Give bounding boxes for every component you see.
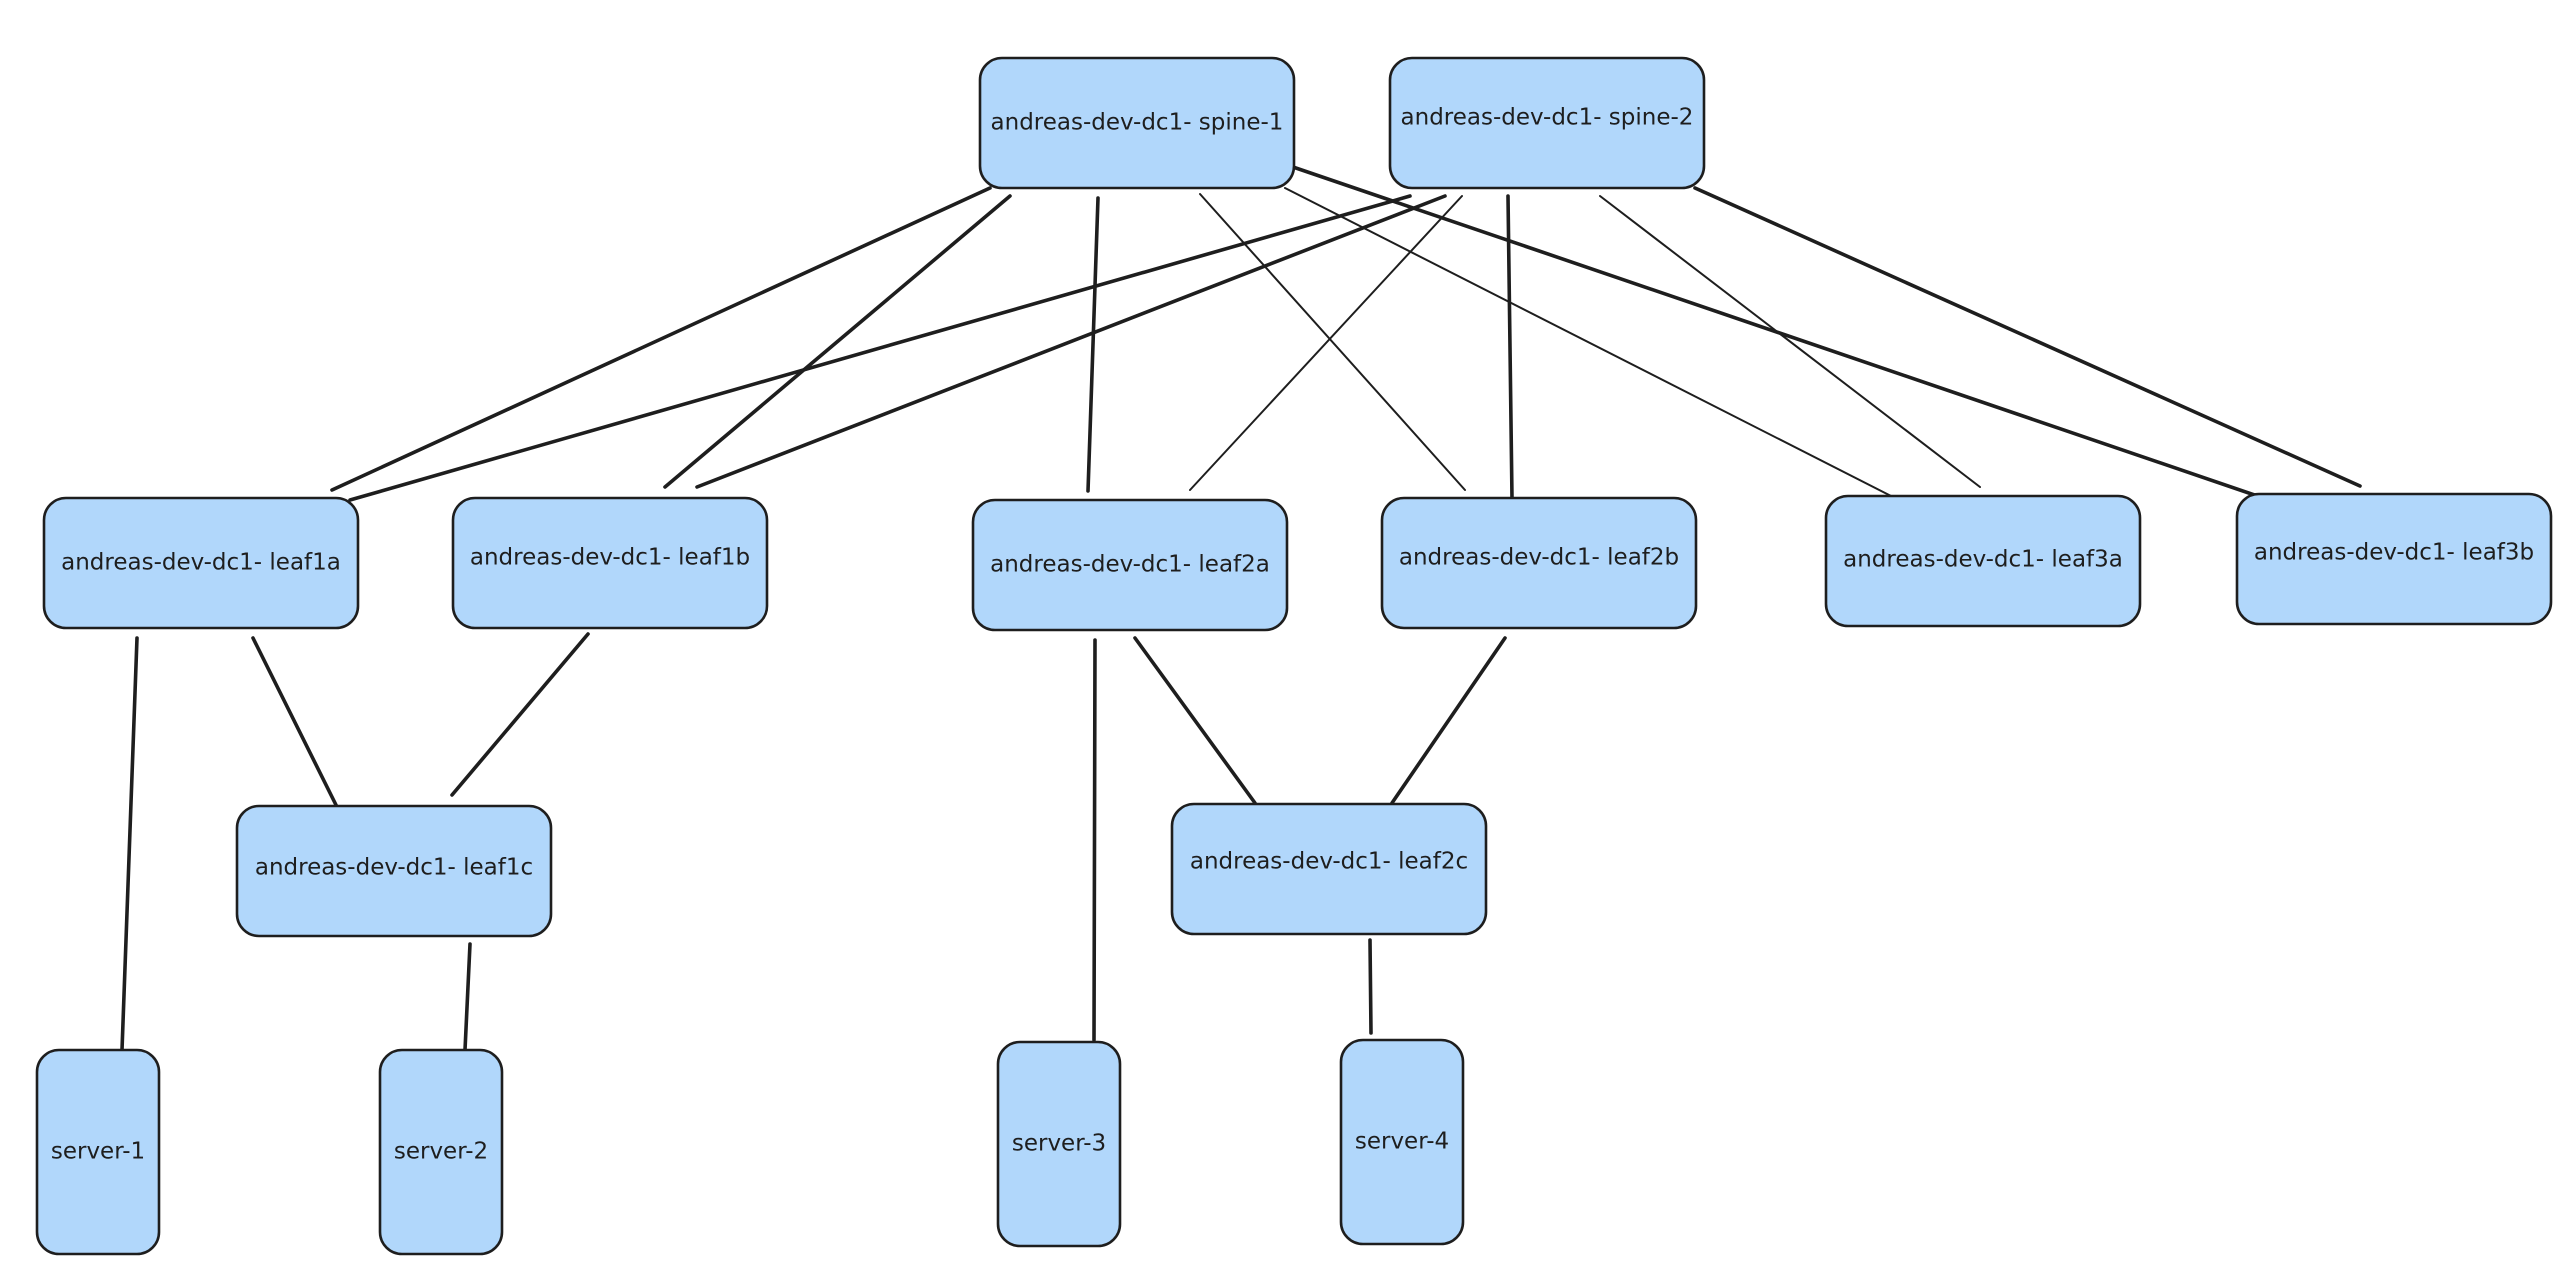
link-leaf2b-leaf2c: [1390, 636, 1507, 805]
node-label: andreas-dev-dc1- leaf2b: [1399, 545, 1679, 571]
link-leaf2c-server4: [1368, 938, 1373, 1035]
link-leaf1b-leaf1c: [450, 632, 590, 797]
node-label: server-1: [51, 1139, 145, 1165]
node-layer: andreas-dev-dc1- spine-1 andreas-dev-dc1…: [35, 56, 2553, 1256]
node-label: andreas-dev-dc1- leaf1b: [470, 545, 750, 571]
node-leaf1a[interactable]: andreas-dev-dc1- leaf1a: [42, 496, 360, 630]
node-server-3[interactable]: server-3: [996, 1040, 1122, 1248]
node-server-1[interactable]: server-1: [35, 1048, 161, 1256]
node-label: andreas-dev-dc1- leaf1c: [255, 855, 533, 881]
link-spine1-leaf3a: [1284, 187, 1894, 498]
link-spine2-leaf3b: [1693, 186, 2362, 488]
link-leaf1a-leaf1c: [251, 636, 339, 809]
node-label: andreas-dev-dc1- leaf3b: [2254, 540, 2534, 566]
node-label: andreas-dev-dc1- spine-1: [991, 110, 1284, 136]
node-label: andreas-dev-dc1- leaf2a: [990, 552, 1270, 578]
link-layer: [120, 164, 2362, 1052]
node-label: server-4: [1355, 1129, 1449, 1155]
link-leaf2a-server3: [1092, 638, 1097, 1042]
link-leaf1a-server1: [120, 636, 139, 1052]
node-leaf1c[interactable]: andreas-dev-dc1- leaf1c: [235, 804, 553, 938]
link-spine2-leaf1a: [348, 194, 1412, 502]
node-label: andreas-dev-dc1- spine-2: [1401, 105, 1694, 131]
node-server-2[interactable]: server-2: [378, 1048, 504, 1256]
link-spine1-leaf3b: [1288, 164, 2280, 505]
node-leaf1b[interactable]: andreas-dev-dc1- leaf1b: [451, 496, 769, 630]
node-label: andreas-dev-dc1- leaf2c: [1190, 849, 1468, 875]
node-label: server-2: [394, 1139, 488, 1165]
node-label: server-3: [1012, 1131, 1106, 1157]
node-label: andreas-dev-dc1- leaf3a: [1843, 547, 2123, 573]
link-spine1-leaf2a: [1086, 196, 1100, 493]
link-spine1-leaf1b: [663, 194, 1012, 489]
node-leaf3a[interactable]: andreas-dev-dc1- leaf3a: [1824, 494, 2142, 628]
node-server-4[interactable]: server-4: [1339, 1038, 1465, 1246]
node-leaf2b[interactable]: andreas-dev-dc1- leaf2b: [1380, 496, 1698, 630]
node-leaf2a[interactable]: andreas-dev-dc1- leaf2a: [971, 498, 1289, 632]
link-spine2-leaf3a: [1599, 195, 1981, 488]
node-spine-2[interactable]: andreas-dev-dc1- spine-2: [1388, 56, 1706, 190]
link-leaf1c-server2: [463, 942, 472, 1052]
link-spine2-leaf2a: [1189, 195, 1463, 491]
node-spine-1[interactable]: andreas-dev-dc1- spine-1: [978, 56, 1296, 190]
link-spine2-leaf2b: [1506, 194, 1514, 500]
node-label: andreas-dev-dc1- leaf1a: [61, 550, 341, 576]
link-spine1-leaf1a: [330, 186, 992, 492]
link-leaf2a-leaf2c: [1133, 636, 1257, 805]
link-spine2-leaf1b: [695, 194, 1447, 489]
node-leaf2c[interactable]: andreas-dev-dc1- leaf2c: [1170, 802, 1488, 936]
node-leaf3b[interactable]: andreas-dev-dc1- leaf3b: [2235, 492, 2553, 626]
